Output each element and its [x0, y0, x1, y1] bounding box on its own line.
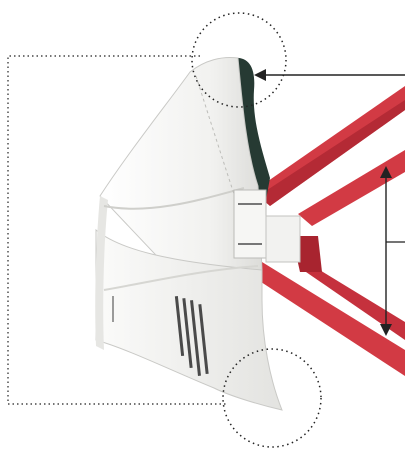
pointer-arrow — [254, 69, 405, 81]
head-strap-upper — [258, 86, 405, 226]
